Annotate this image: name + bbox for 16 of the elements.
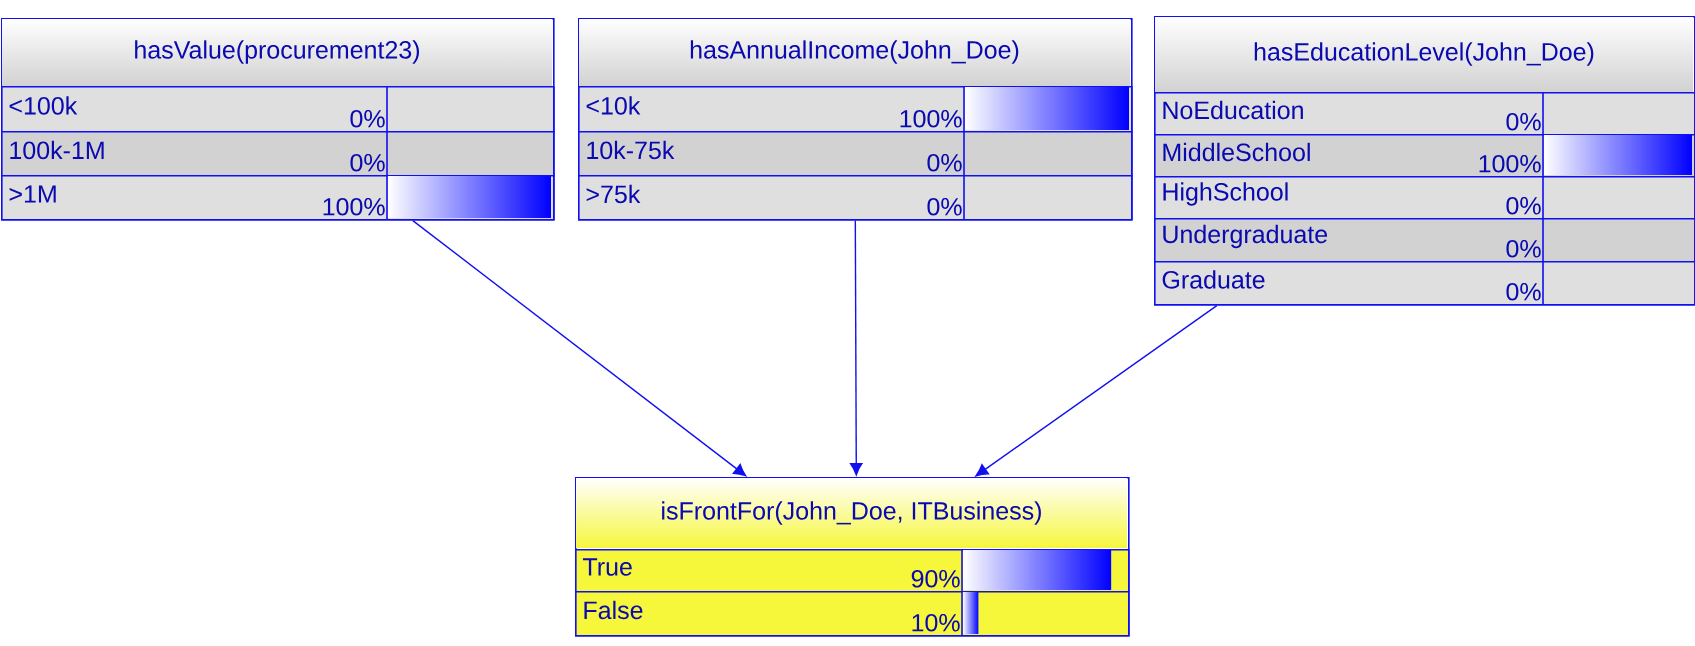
state-row: 10k-75k 0%	[578, 130, 1133, 177]
arrow	[975, 304, 1218, 477]
state-row: <100k 0%	[1, 85, 555, 133]
state-row: >75k 0%	[578, 174, 1133, 221]
state-row: 100k-1M 0%	[1, 130, 555, 177]
arrow	[412, 219, 747, 477]
state-row: >1M 100%	[1, 174, 555, 221]
state-row: Undergraduate 0%	[1154, 217, 1695, 263]
state-row: Graduate 0%	[1154, 260, 1695, 306]
state-row: NoEducation 0%	[1154, 91, 1695, 136]
state-row: <10k 100%	[578, 85, 1133, 133]
arrow	[850, 219, 863, 476]
state-row: True 90%	[575, 548, 1130, 593]
state-row: MiddleSchool 100%	[1154, 133, 1695, 178]
state-row: False 10%	[575, 590, 1130, 637]
state-row: HighSchool 0%	[1154, 175, 1695, 220]
